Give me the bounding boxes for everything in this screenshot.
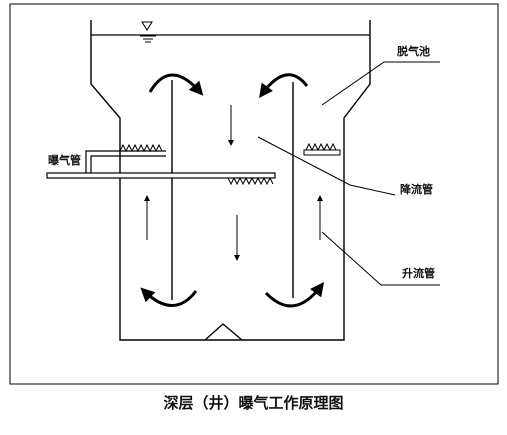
- curved-arrow-top-right: [259, 73, 309, 99]
- tank-outline: [90, 20, 371, 341]
- label-degas-tank: 脱气池: [397, 45, 430, 58]
- diffuser-center: [227, 176, 274, 186]
- curved-arrow-bottom-right: [264, 282, 325, 308]
- leader-riser: [321, 231, 440, 286]
- curved-arrow-top-left: [148, 73, 204, 96]
- diffuser-right: [303, 142, 341, 156]
- leader-downcomer: [257, 136, 396, 196]
- label-downcomer: 降流管: [400, 183, 433, 196]
- bottom-cone: [204, 323, 243, 341]
- label-aeration-pipe: 曝气管: [48, 154, 81, 167]
- aeration-pipe-elbow: [85, 150, 166, 173]
- aeration-pipe-horizontal: [46, 172, 276, 179]
- leader-degas-tank: [321, 61, 440, 106]
- label-riser: 升流管: [402, 267, 435, 280]
- frame-border: [9, 3, 499, 385]
- diffuser-left: [118, 143, 166, 153]
- diagram-caption: 深层（井）曝气工作原理图: [163, 394, 344, 412]
- water-level-icon: [140, 21, 156, 43]
- curved-arrow-bottom-left: [140, 287, 198, 307]
